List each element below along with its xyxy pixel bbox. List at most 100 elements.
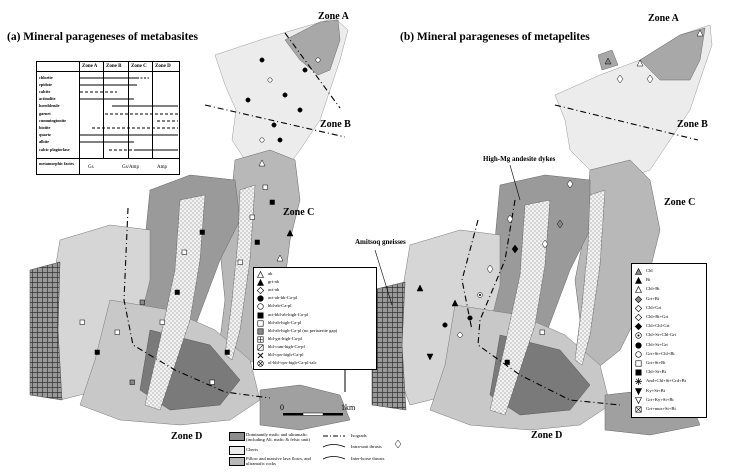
legend-item: ab: [257, 271, 273, 278]
gneiss-label: Amitsoq gneisses: [355, 238, 406, 246]
legend-symbol-icon: [635, 387, 642, 395]
legend-label: act-ab-hb-Ca-pl: [268, 295, 298, 301]
mineral-row: actinolite: [39, 96, 56, 101]
panel-b-title: (b) Mineral parageneses of metapelites: [400, 31, 590, 43]
legend-item: hbl-ab-high-Ca-pl (no peristerite gap): [257, 328, 337, 335]
legend-symbol-icon: [257, 303, 264, 310]
map-b: [371, 24, 713, 449]
legend-symbol-icon: [635, 360, 642, 367]
legend-label: Chl+Bt+Grt: [646, 314, 669, 319]
legend-label: Chl+Bt: [646, 286, 660, 292]
legend-symbol-icon: [635, 406, 642, 413]
mineral-row: cummingtonite: [39, 118, 66, 123]
legend-item: Grt+St+Bt: [635, 360, 665, 367]
legend-item: grt-ab: [257, 279, 279, 286]
legend-item: Chl+Bt+Grt: [635, 314, 669, 321]
mineral-row: calcic plagioclase: [39, 147, 70, 152]
legend-item: ol-hbl-cpx-high-Ca-pl-talc: [257, 360, 317, 367]
facies-gs-amp: Gs/Amp: [122, 165, 139, 170]
legend-symbol-icon: [635, 295, 642, 303]
legend-symbol-icon: [635, 323, 642, 331]
legend-symbol-icon: [257, 320, 264, 327]
table-header-zone-b: Zone B: [106, 64, 122, 69]
zone-d-label-b: Zone D: [531, 430, 563, 441]
legend-symbol-icon: [635, 304, 642, 312]
mineral-row: chlorite: [39, 75, 53, 80]
legend-symbol-icon: [257, 360, 264, 367]
legend-item: Grt+mus+St+Bt: [635, 406, 676, 413]
legend-item: Chl+St+Bt: [635, 369, 666, 376]
legend-label: ab: [268, 271, 273, 276]
legend-symbol-icon: [257, 295, 264, 302]
facies-label: metamorphic facies: [39, 161, 75, 166]
unit-label-chert: Cherts: [246, 447, 258, 452]
legend-item: Chl: [635, 268, 653, 275]
legend-label: And+Chl+St+Crd+Bt: [646, 378, 686, 384]
legend-symbol-icon: [635, 341, 642, 349]
legend-item: Chl+St+Grt: [635, 341, 668, 349]
legend-symbol-icon: [257, 271, 264, 278]
legend-label: Grt+Ky+St+Bt: [646, 396, 674, 402]
zone-c-label: Zone C: [283, 207, 315, 218]
legend-label: act-hbl-ab-high-Ca-pl: [268, 311, 309, 317]
table-header-zone-d: Zone D: [155, 64, 171, 69]
zone-b-label-b: Zone B: [677, 119, 708, 130]
legend-item: Chl+Grt: [635, 304, 662, 312]
dykes-label: High-Mg andesite dykes: [483, 155, 556, 163]
mineral-row: biotite: [39, 125, 51, 130]
mineral-row: calcite: [39, 89, 51, 94]
legend-symbol-icon: [635, 268, 642, 275]
legend-item: hbl-ab-Ca-pl: [257, 304, 291, 310]
legend-label: Chl+St+Grt: [646, 341, 668, 347]
legend-symbol-icon: [635, 332, 642, 339]
legend-symbol-icon: [635, 277, 642, 284]
legend-label: hbl-grt-high-Ca-pl: [268, 335, 302, 341]
map-b-samples: [394, 29, 704, 449]
line-legend-symbols: [322, 435, 346, 460]
legend-label: hbl-cpx-high-Ca-pl: [268, 352, 304, 357]
line-label-inter: Inter-horse thrusts: [351, 456, 385, 461]
legend-symbol-icon: [257, 312, 264, 319]
zone-a-label-b: Zone A: [648, 13, 679, 24]
legend-symbol-icon: [257, 344, 264, 351]
legend-label: Chl+St+Chl-Grt: [646, 332, 676, 338]
paragenesis-table: Zone A Zone B Zone C Zone D chlorite epi…: [36, 61, 180, 175]
scale-zero-label: 0: [280, 403, 284, 412]
panel-a-title: (a) Mineral parageneses of metabasites: [7, 31, 198, 43]
legend-label: Bt: [646, 277, 651, 283]
legend-item: And+Chl+St+Crd+Bt: [635, 378, 686, 386]
legend-label: Chl+Grt: [646, 304, 662, 310]
facies-amp: Amp: [157, 165, 167, 170]
mineral-row: quartz: [39, 132, 51, 137]
legend-symbol-icon: [635, 286, 642, 294]
table-header-zone-a: Zone A: [82, 64, 98, 69]
legend-label: grt-ab: [268, 279, 279, 285]
zone-a-label: Zone A: [318, 11, 349, 22]
legend-symbol-icon: [257, 279, 264, 286]
legend-symbol-icon: [635, 369, 642, 376]
legend-label: hbl-ab-high-Ca-pl: [268, 319, 302, 325]
zone-d-label: Zone D: [171, 431, 203, 442]
legend-item: Ky+St+Bt: [635, 387, 665, 395]
legend-item: act-hbl-ab-high-Ca-pl: [257, 311, 309, 319]
line-label-isograd: Isograds: [351, 433, 367, 438]
mineral-row: albite: [39, 139, 50, 144]
table-header-zone-c: Zone C: [131, 64, 147, 69]
legend-item: Bt: [635, 277, 651, 284]
legend-symbol-icon: [257, 287, 264, 295]
legend-item: hbl-grt-high-Ca-pl: [257, 335, 302, 343]
legend-label: Chl+St+Bt: [646, 369, 666, 375]
legend-label: hbl-cum-high-Ca-pl: [268, 343, 305, 349]
legend-label: Chl: [646, 268, 653, 273]
zone-b-label: Zone B: [320, 119, 351, 130]
legend-symbol-icon: [257, 336, 264, 343]
legend-symbol-icon: [635, 378, 642, 386]
legend-label: ol-hbl-cpx-high-Ca-pl-talc: [268, 360, 317, 366]
legend-units: Dominantly mafic and ultramafic (includi…: [229, 430, 401, 468]
scale-bar: [283, 412, 343, 416]
legend-symbol-icon: [257, 352, 264, 359]
legend-item: Chl+Bt: [635, 286, 660, 294]
legend-label: Grt+mus+St+Bt: [646, 406, 676, 411]
legend-symbol-icon: [257, 328, 264, 335]
legend-item: act-ab-hb-Ca-pl: [257, 295, 298, 302]
